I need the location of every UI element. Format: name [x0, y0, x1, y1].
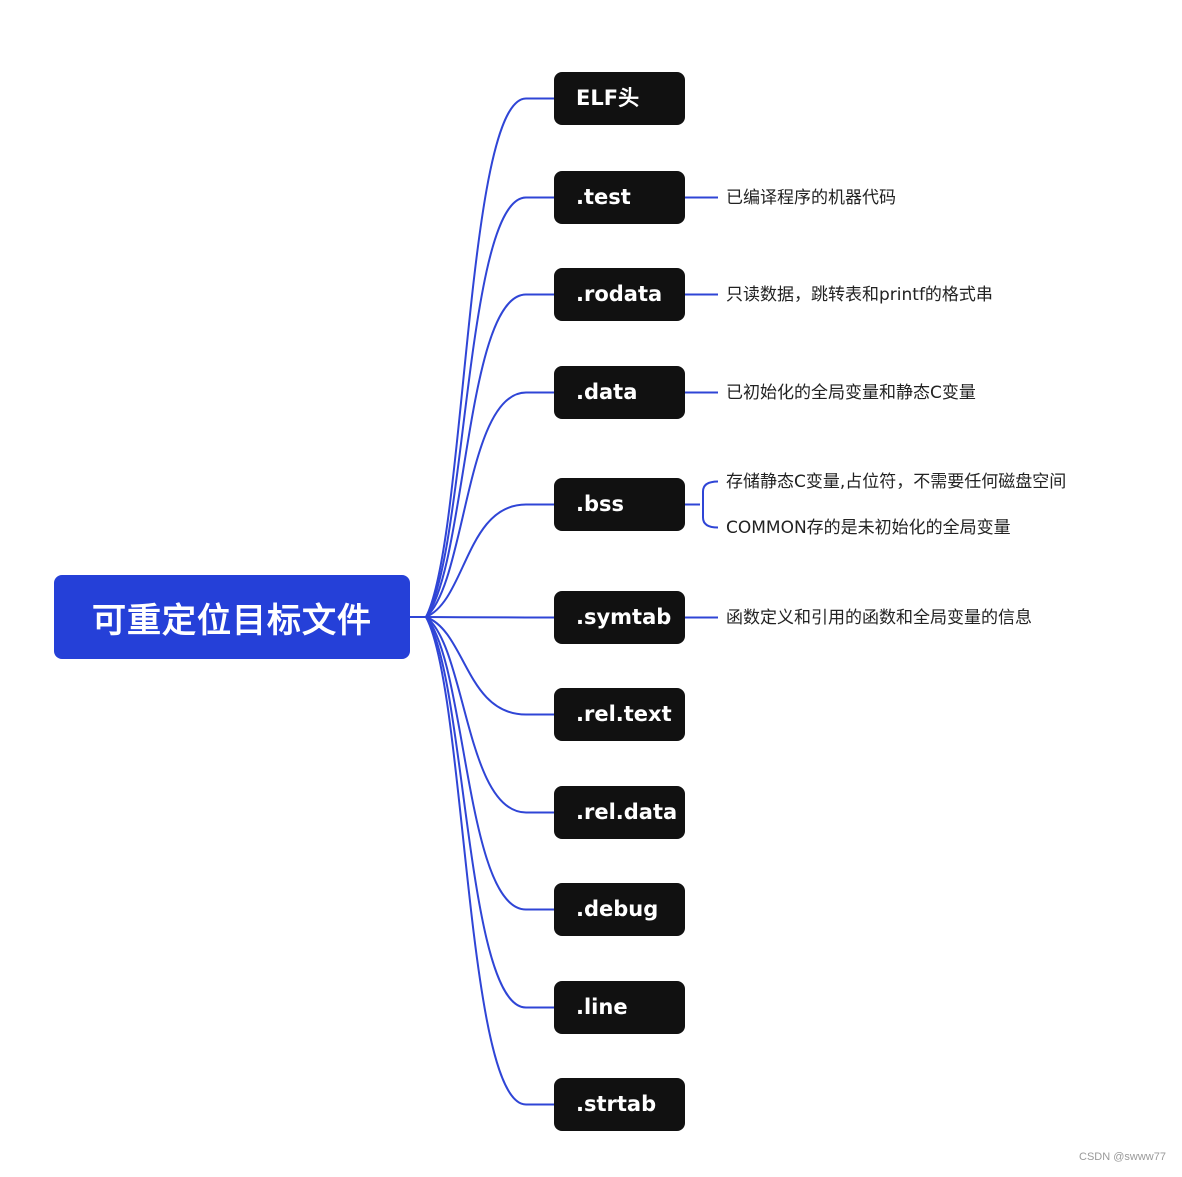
- connector-line-data: [425, 391, 554, 618]
- note-rodata-0: 只读数据，跳转表和printf的格式串: [726, 284, 993, 305]
- section-label: .test: [576, 185, 631, 209]
- note-test-0: 已编译程序的机器代码: [726, 187, 896, 208]
- section-label: .symtab: [576, 605, 672, 629]
- section-node-elf-header[interactable]: ELF头: [554, 72, 685, 125]
- section-node-rel-text[interactable]: .rel.text: [554, 688, 685, 741]
- connector-line-rodata: [425, 293, 554, 618]
- note-data-0: 已初始化的全局变量和静态C变量: [726, 382, 976, 403]
- connector-line-rel-data: [425, 616, 554, 814]
- note-bracket-bss: [702, 480, 719, 529]
- section-node-rodata[interactable]: .rodata: [554, 268, 685, 321]
- section-node-debug[interactable]: .debug: [554, 883, 685, 936]
- connector-line-line: [425, 616, 554, 1009]
- connector-line-test: [425, 196, 554, 618]
- connector-line-elf-header: [425, 97, 554, 618]
- note-bss-1: COMMON存的是未初始化的全局变量: [726, 517, 1011, 538]
- section-label: .bss: [576, 492, 625, 516]
- section-node-test[interactable]: .test: [554, 171, 685, 224]
- section-label: ELF头: [576, 86, 640, 110]
- section-node-symtab[interactable]: .symtab: [554, 591, 685, 644]
- section-label: .rel.data: [576, 800, 678, 824]
- connector-line-rel-text: [425, 616, 554, 716]
- section-label: .data: [576, 380, 638, 404]
- section-node-line[interactable]: .line: [554, 981, 685, 1034]
- connector-line-bss: [425, 503, 554, 618]
- connector-line-strtab: [425, 616, 554, 1106]
- section-node-rel-data[interactable]: .rel.data: [554, 786, 685, 839]
- section-label: .rel.text: [576, 702, 672, 726]
- section-node-bss[interactable]: .bss: [554, 478, 685, 531]
- section-label: .rodata: [576, 282, 663, 306]
- note-bss-0: 存储静态C变量,占位符，不需要任何磁盘空间: [726, 471, 1067, 492]
- note-symtab-0: 函数定义和引用的函数和全局变量的信息: [726, 607, 1032, 628]
- section-label: .line: [576, 995, 628, 1019]
- section-label: .debug: [576, 897, 659, 921]
- watermark: CSDN @swww77: [1079, 1151, 1166, 1163]
- connector-line-debug: [425, 616, 554, 911]
- root-node[interactable]: 可重定位目标文件: [54, 575, 410, 659]
- section-node-strtab[interactable]: .strtab: [554, 1078, 685, 1131]
- connector-line-symtab: [425, 616, 554, 619]
- section-label: .strtab: [576, 1092, 657, 1116]
- root-label: 可重定位目标文件: [92, 600, 372, 641]
- section-node-data[interactable]: .data: [554, 366, 685, 419]
